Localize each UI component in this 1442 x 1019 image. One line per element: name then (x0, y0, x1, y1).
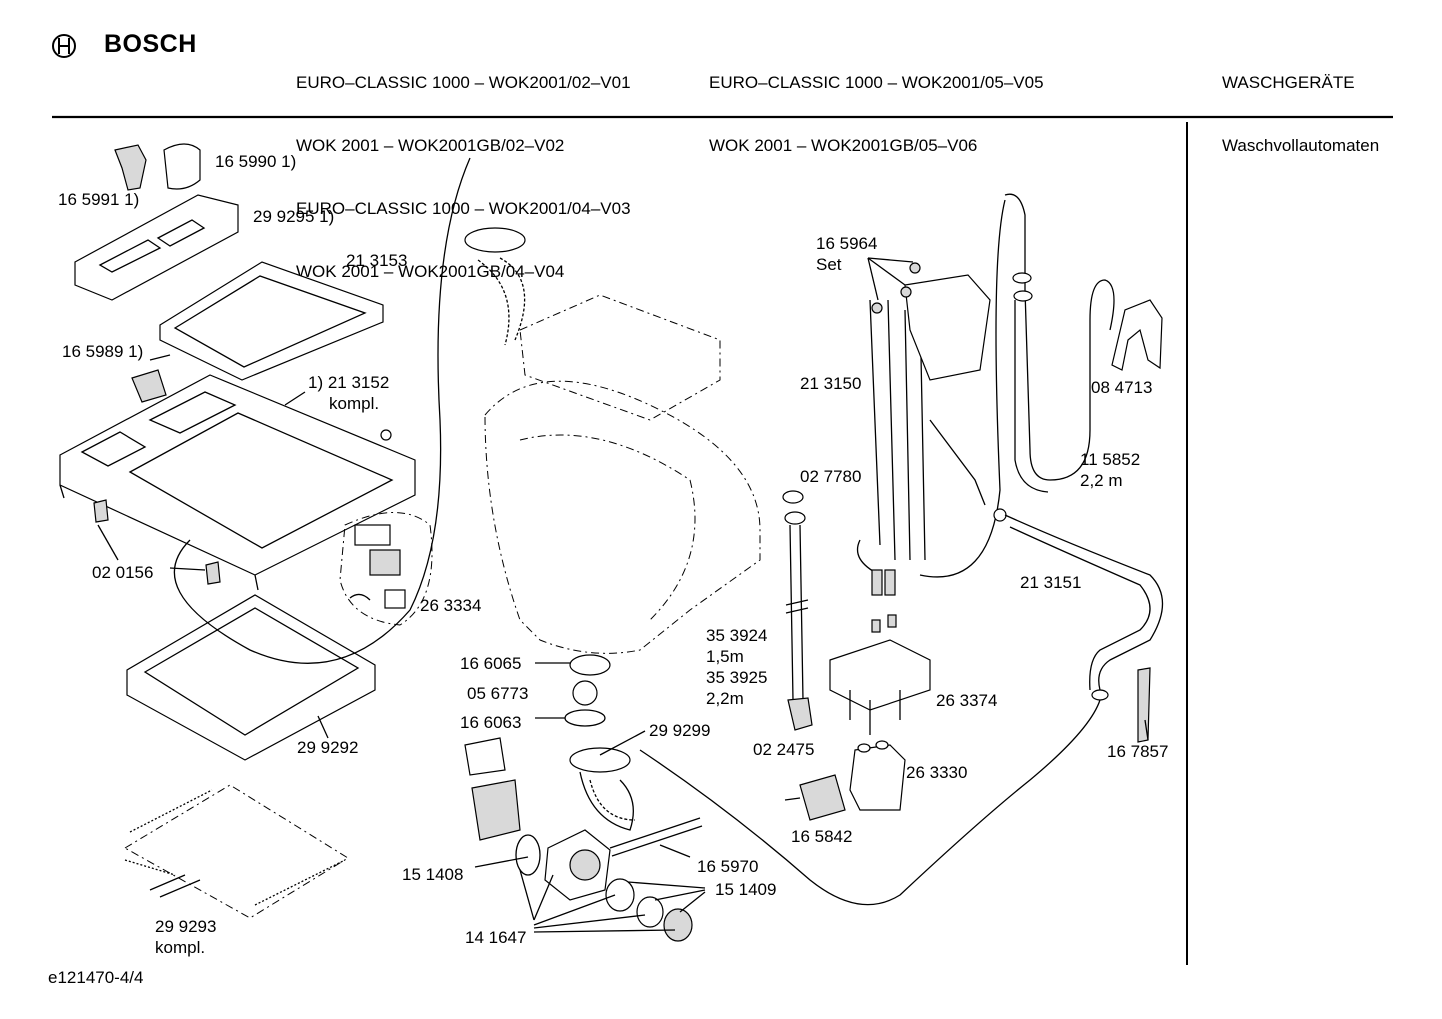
part-label: 16 7857 (1107, 742, 1169, 761)
screw-part (380, 429, 392, 441)
part-label: 16 6063 (460, 713, 522, 732)
part-label: 35 3925 (706, 668, 768, 687)
model-line: WOK 2001 – WOK2001GB/05–V06 (709, 136, 978, 155)
part-label: 29 9292 (297, 738, 359, 757)
part-label: 14 1647 (465, 928, 527, 947)
brand-name: BOSCH (104, 30, 197, 58)
part-label: 15 1408 (402, 865, 464, 884)
model-line: WOK 2001 – WOK2001GB/04–V04 (296, 262, 565, 281)
model-line: WOK 2001 – WOK2001GB/02–V02 (296, 136, 565, 155)
clip-part (1137, 667, 1151, 743)
part-label: 35 3924 (706, 626, 768, 645)
part-label: 21 3151 (1020, 573, 1082, 592)
part-label: 16 5964 (816, 234, 878, 253)
pump-part (544, 817, 703, 901)
valve-part (849, 740, 906, 811)
part-label: 16 5970 (697, 857, 759, 876)
model-line: EURO–CLASSIC 1000 – WOK2001/04–V03 (296, 199, 631, 218)
gasket-part (126, 594, 376, 761)
bosch-armature-icon (52, 34, 76, 58)
part-label: kompl. (155, 938, 206, 957)
part-label: 02 7780 (800, 467, 862, 486)
door-lock-group (339, 512, 433, 626)
filler-hose-part (464, 227, 526, 346)
drawer-tray-part (159, 261, 384, 381)
drain-hose-part (569, 747, 636, 831)
part-label: 05 6773 (467, 684, 529, 703)
bosch-logo: BOSCH (50, 30, 210, 62)
drawing-id: e121470-4/4 (48, 968, 144, 987)
part-label: 16 5842 (791, 827, 853, 846)
tub-part (484, 294, 761, 654)
part-label: Set (816, 255, 842, 274)
leader-lines (97, 257, 1149, 933)
part-label: 26 3334 (420, 596, 482, 615)
pump-motor-part (464, 737, 521, 841)
ring-part (564, 709, 606, 727)
inlet-hose-part (993, 508, 1163, 701)
cap-part (663, 908, 693, 942)
models-column-2: EURO–CLASSIC 1000 – WOK2001/05–V05 WOK 2… (709, 30, 1044, 177)
part-label: 16 5990 1) (215, 152, 297, 171)
ball-part (572, 680, 598, 706)
hose-bracket-part (1111, 299, 1163, 371)
models-column-1: EURO–CLASSIC 1000 – WOK2001/02–V01 WOK 2… (296, 30, 631, 303)
interference-filter-part (784, 774, 846, 821)
category-title: WASCHGERÄTE (1222, 73, 1355, 92)
part-label: 26 3330 (906, 763, 968, 782)
part-label: 16 5991 1) (58, 190, 140, 209)
wire-loop-right (639, 699, 1101, 906)
part-label: 26 3374 (936, 691, 998, 710)
bracket-part (93, 499, 109, 523)
part-label: 08 4713 (1091, 378, 1153, 397)
part-label: 21 3153 (346, 251, 408, 270)
category-block: WASCHGERÄTE Waschvollautomaten (1222, 30, 1379, 177)
model-line: EURO–CLASSIC 1000 – WOK2001/02–V01 (296, 73, 631, 92)
spring-cover-part (124, 784, 349, 919)
part-label: 29 9295 1) (253, 207, 335, 226)
part-label: kompl. (329, 394, 380, 413)
top-frame-part (59, 374, 416, 591)
seal-part (569, 654, 611, 676)
part-label: 2,2 m (1080, 471, 1123, 490)
part-label: 11 5852 (1080, 450, 1141, 469)
part-label: 16 5989 1) (62, 342, 144, 361)
part-label: 21 3150 (800, 374, 862, 393)
part-label: 02 2475 (753, 740, 815, 759)
control-module-part (829, 614, 931, 735)
part-label: 16 6065 (460, 654, 522, 673)
part-label: 29 9293 (155, 917, 217, 936)
bracket-part (205, 561, 221, 585)
hose-assembly-part (856, 262, 991, 596)
o-ring-part (515, 834, 541, 876)
small-clip-part (131, 354, 171, 403)
part-label: 1) 21 3152 (308, 373, 390, 392)
drawer-clip-part (114, 143, 201, 191)
part-label: 02 0156 (92, 563, 154, 582)
part-label: 1,5m (706, 647, 744, 666)
part-label: 15 1409 (715, 880, 777, 899)
part-label: 29 9299 (649, 721, 711, 740)
pressure-tube-part (782, 490, 813, 731)
seal-ring-part (636, 896, 664, 928)
drain-outlet-hose-part (919, 193, 1115, 578)
filter-part (605, 878, 635, 912)
category-subtitle: Waschvollautomaten (1222, 136, 1380, 155)
part-label: 2,2m (706, 689, 744, 708)
detergent-drawer-part (74, 194, 239, 301)
model-line: EURO–CLASSIC 1000 – WOK2001/05–V05 (709, 73, 1044, 92)
wire-loop (173, 157, 471, 664)
